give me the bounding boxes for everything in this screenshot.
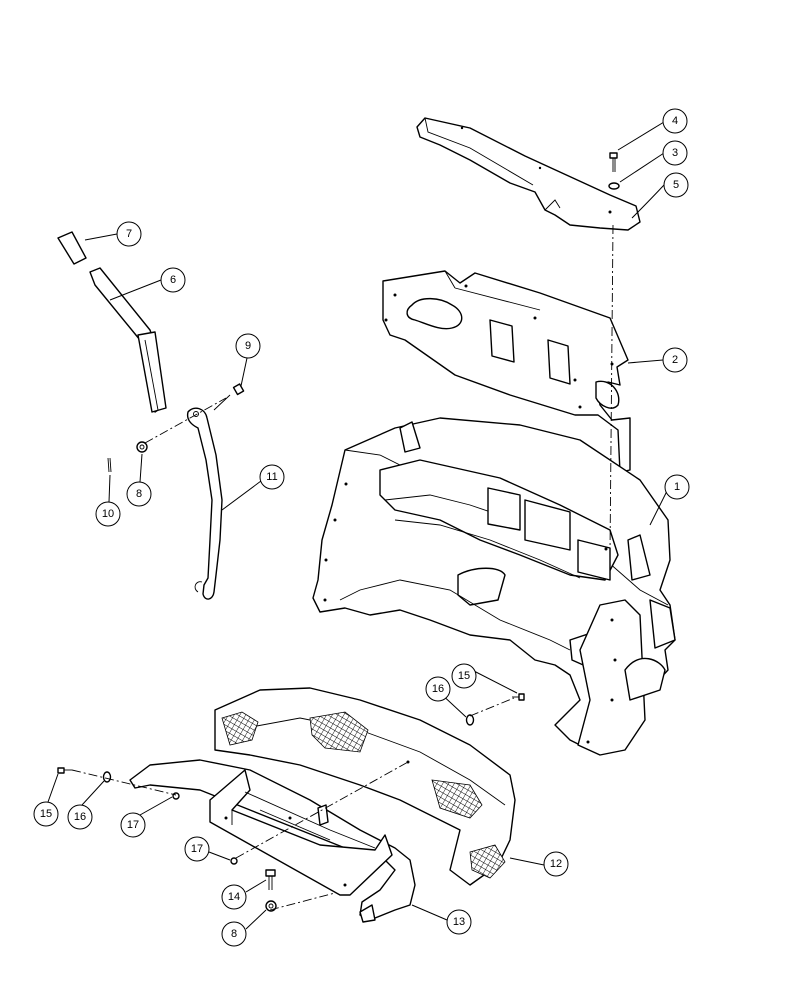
- assembly-centerlines: [71, 224, 614, 911]
- callout-6: 6: [160, 267, 186, 293]
- callout-label: 13: [453, 916, 465, 928]
- callout-label: 15: [458, 670, 470, 682]
- lever-grip-7: [57, 231, 87, 265]
- nut-17-left: [172, 792, 180, 800]
- bolt-4: [609, 152, 618, 172]
- callout-label: 5: [673, 179, 679, 191]
- callout-label: 8: [231, 928, 237, 940]
- callout-7: 7: [116, 221, 142, 247]
- callout-label: 15: [40, 808, 52, 820]
- washer-16-left: [102, 771, 112, 783]
- callout-15-right: 15: [451, 663, 477, 689]
- callout-label: 14: [228, 891, 240, 903]
- nut-17-lower: [230, 857, 238, 865]
- callout-label: 2: [672, 354, 678, 366]
- linkage-rod: [186, 407, 223, 600]
- washer-3: [608, 182, 620, 190]
- callout-2: 2: [662, 347, 688, 373]
- callout-label: 7: [126, 228, 132, 240]
- callout-8-left: 8: [126, 481, 152, 507]
- pin-10: [107, 457, 112, 473]
- nut-8-lower: [265, 900, 277, 912]
- callout-13: 13: [446, 909, 472, 935]
- callout-label: 3: [672, 147, 678, 159]
- callout-label: 16: [74, 811, 86, 823]
- bolt-14: [265, 869, 276, 890]
- callout-10: 10: [95, 501, 121, 527]
- callout-12: 12: [543, 851, 569, 877]
- callout-17-left: 17: [120, 812, 146, 838]
- callout-label: 17: [127, 819, 139, 831]
- callout-14: 14: [221, 884, 247, 910]
- screw-15-left: [57, 767, 72, 774]
- callout-1: 1: [664, 474, 690, 500]
- callout-label: 1: [674, 481, 680, 493]
- callout-16-left: 16: [67, 804, 93, 830]
- top-cover-plate: [416, 117, 641, 231]
- callout-label: 8: [136, 488, 142, 500]
- callout-label: 4: [672, 115, 678, 127]
- callout-8-lower: 8: [221, 921, 247, 947]
- throttle-lever: [89, 267, 167, 413]
- callout-label: 12: [550, 858, 562, 870]
- callout-9: 9: [235, 333, 261, 359]
- callout-11: 11: [259, 464, 285, 490]
- callout-label: 17: [191, 843, 203, 855]
- front-shroud: [214, 687, 516, 886]
- screw-15-right: [512, 693, 525, 701]
- mounting-bracket: [382, 270, 631, 473]
- bolt-9: [213, 383, 245, 411]
- callout-label: 11: [266, 471, 277, 483]
- nut-8-left: [136, 441, 148, 453]
- callout-5: 5: [663, 172, 689, 198]
- callout-label: 10: [102, 508, 114, 520]
- lower-bracket: [129, 759, 416, 923]
- callout-label: 6: [170, 274, 176, 286]
- callout-label: 9: [245, 340, 251, 352]
- washer-16-right: [465, 714, 475, 726]
- callout-15-left: 15: [33, 801, 59, 827]
- callout-label: 16: [432, 683, 444, 695]
- callout-4: 4: [662, 108, 688, 134]
- callout-leaders: [47, 121, 670, 930]
- dash-frame: [312, 417, 676, 756]
- callout-3: 3: [662, 140, 688, 166]
- callout-17-lower: 17: [184, 836, 210, 862]
- callout-16-right: 16: [425, 676, 451, 702]
